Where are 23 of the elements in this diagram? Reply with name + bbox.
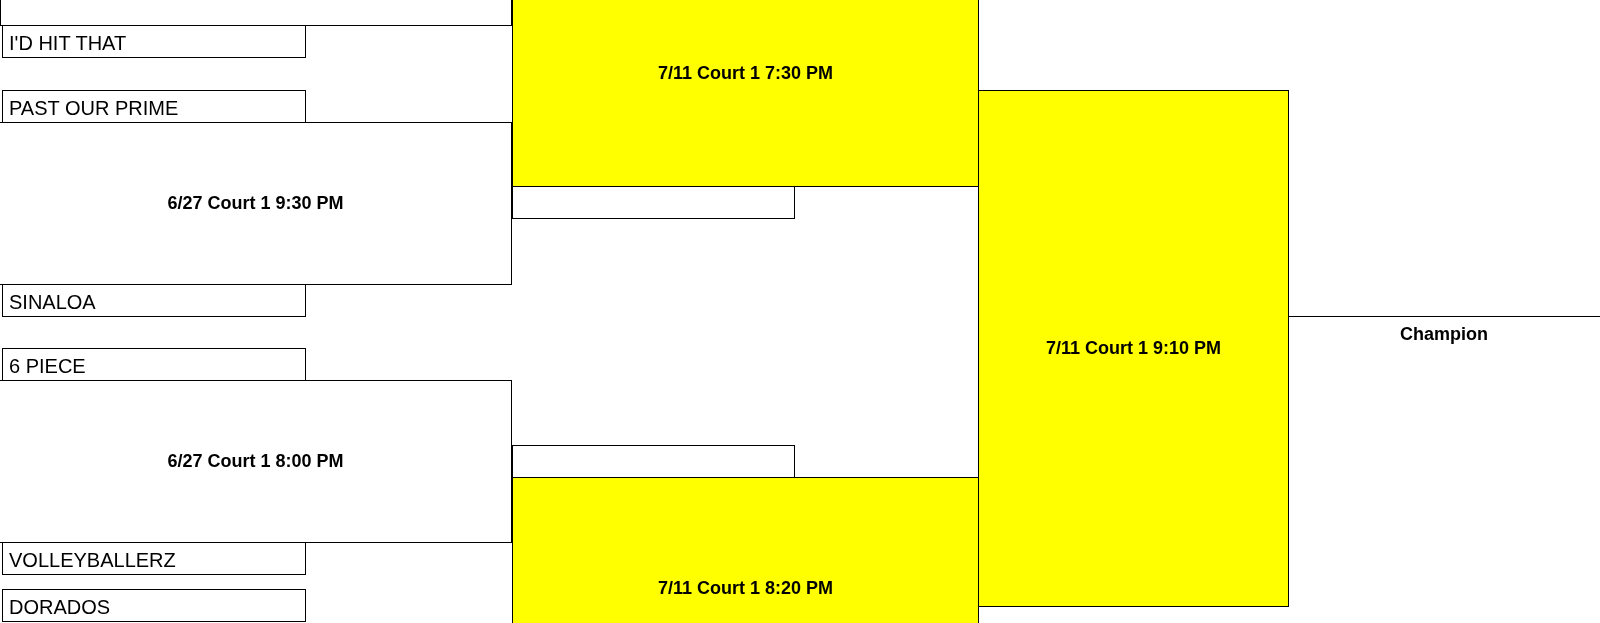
team-name: SINALOA [9,291,96,314]
match-time: 7/11 Court 1 8:20 PM [657,578,834,599]
match-time: 6/27 Court 1 9:30 PM [167,193,344,214]
team-slot [2,90,306,123]
team-name: 6 PIECE [9,355,86,378]
match-time: 7/11 Court 1 7:30 PM [657,63,834,84]
team-name: PAST OUR PRIME [9,97,179,120]
match-time: 7/11 Court 1 9:10 PM [1045,338,1222,359]
team-slot [2,348,306,381]
match-box [978,90,1289,607]
team-name: DORADOS [9,596,111,619]
team-name: I'D HIT THAT [9,32,127,55]
match-box [0,380,512,543]
team-slot [2,589,306,622]
champion-label: Champion [1400,324,1488,345]
team-name: VOLLEYBALLERZ [9,549,176,572]
match-box [512,0,979,187]
team-slot [2,542,306,575]
team-slot [2,25,306,58]
winner-slot [512,186,795,219]
team-slot [2,284,306,317]
match-box [0,122,512,285]
match-time: 6/27 Court 1 8:00 PM [167,451,344,472]
